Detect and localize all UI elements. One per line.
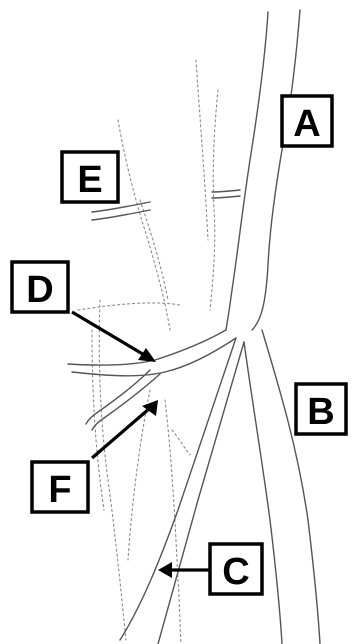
label-a-text: A bbox=[293, 103, 320, 145]
vessel-a-side-lower-wall bbox=[212, 196, 240, 198]
label-d: D bbox=[12, 262, 68, 312]
arrow-d-head bbox=[138, 348, 156, 362]
dotted-vessel-right bbox=[210, 90, 218, 310]
vessel-b-right-wall bbox=[262, 330, 320, 644]
vessel-d-lower-wall bbox=[72, 338, 236, 376]
label-a: A bbox=[282, 96, 332, 146]
label-f: F bbox=[32, 462, 88, 512]
label-c-text: C bbox=[222, 551, 249, 593]
arrow-f bbox=[92, 408, 150, 458]
dotted-vessel-center bbox=[196, 60, 208, 240]
vessel-c-right-wall bbox=[158, 342, 244, 644]
label-b-text: B bbox=[307, 391, 334, 433]
label-d-text: D bbox=[26, 269, 53, 311]
arrow-c-head bbox=[158, 562, 172, 578]
label-e-text: E bbox=[77, 159, 102, 201]
label-c: C bbox=[210, 544, 262, 594]
label-f-text: F bbox=[48, 469, 71, 511]
dotted-vessel-upper-mid bbox=[140, 200, 168, 300]
vessel-a-right-wall bbox=[252, 10, 300, 330]
vessel-a-side-upper-wall bbox=[212, 190, 240, 192]
dotted-vessel-upper-left bbox=[118, 120, 170, 330]
label-e: E bbox=[62, 152, 118, 202]
dotted-vessel-small bbox=[172, 430, 190, 455]
label-b: B bbox=[296, 384, 346, 434]
dotted-vessel-left-long bbox=[99, 300, 126, 640]
vessel-a-left-wall bbox=[226, 12, 268, 330]
vessel-b-left-wall bbox=[244, 342, 282, 644]
arrow-d bbox=[72, 312, 146, 356]
arrows bbox=[72, 312, 210, 578]
